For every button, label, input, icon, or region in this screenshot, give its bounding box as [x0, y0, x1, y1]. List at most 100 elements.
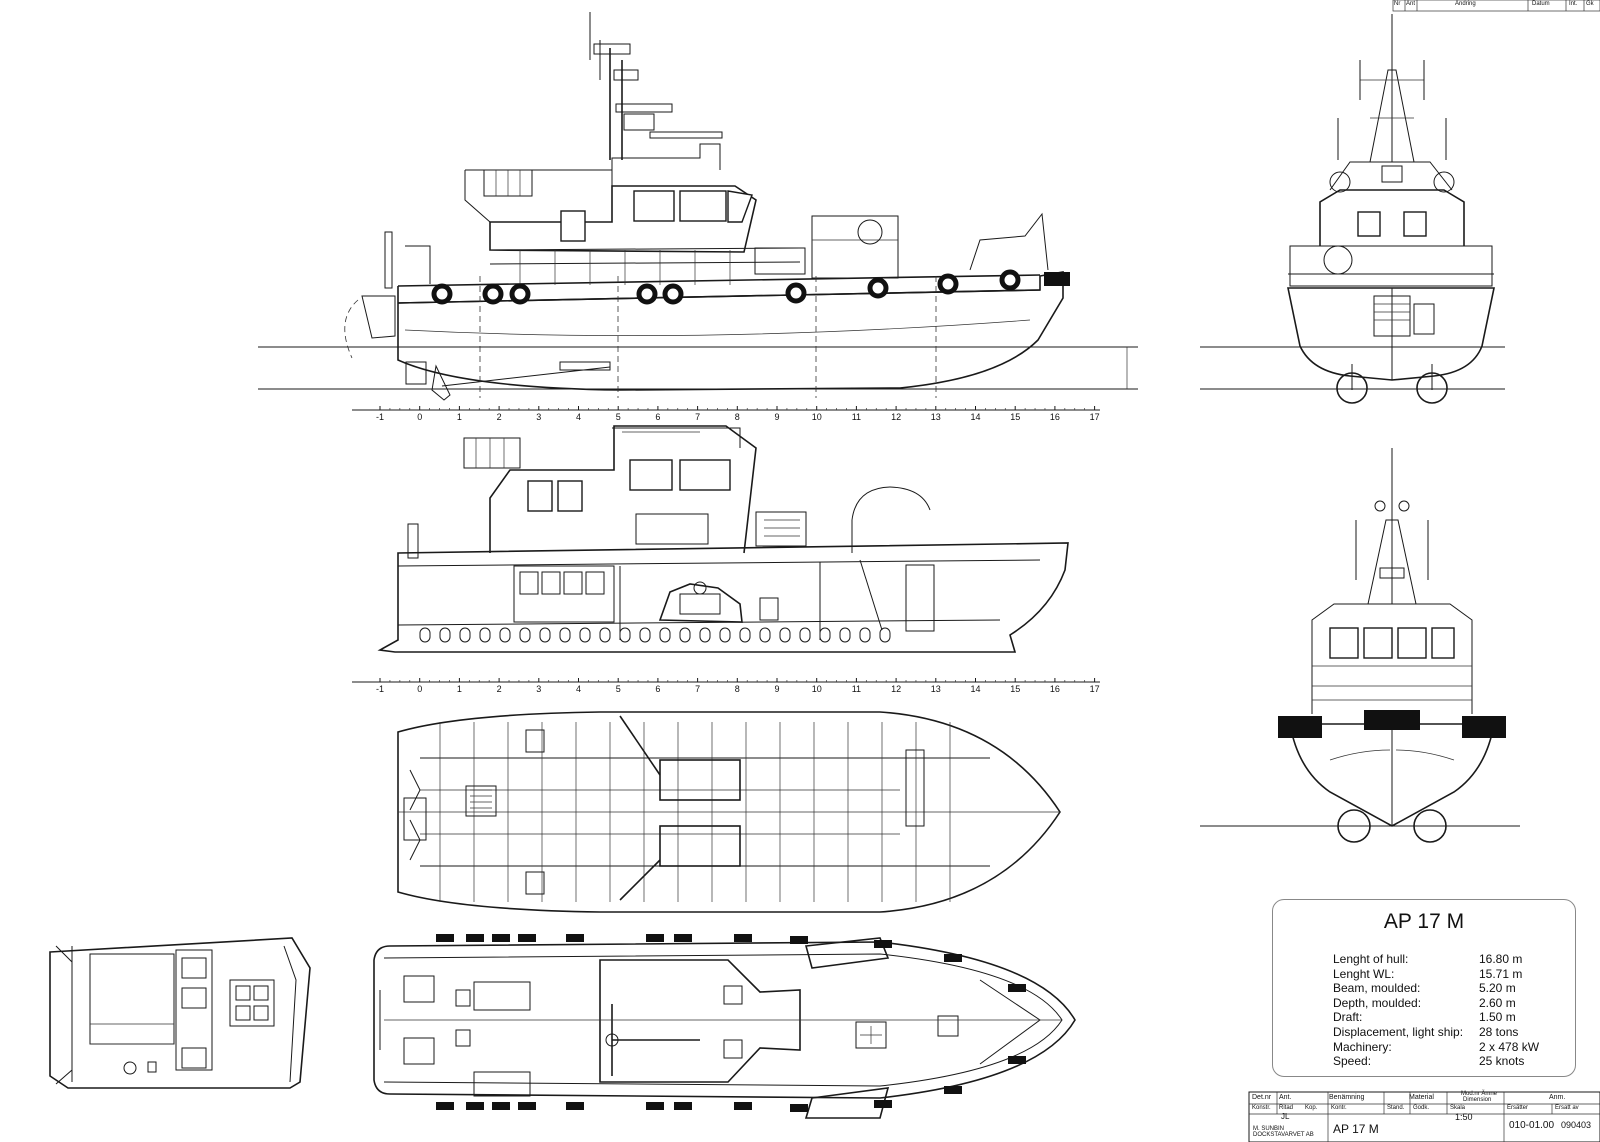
tb-kop: Kop. [1305, 1105, 1318, 1111]
spec-list: Lenght of hull:16.80 m Lenght WL:15.71 m… [1333, 952, 1563, 1069]
ruler-top-label: 12 [891, 412, 901, 422]
tb-ritad-by: JL [1281, 1112, 1290, 1121]
ruler-mid-label: 11 [852, 684, 861, 694]
ruler-top-label: 11 [852, 412, 861, 422]
lightening-hole [679, 627, 691, 643]
ruler-top-label: 6 [655, 412, 660, 422]
spec-label: Depth, moulded: [1333, 995, 1422, 1010]
ruler-mid-label: 0 [417, 684, 422, 694]
fender [734, 1102, 752, 1110]
lightening-hole [639, 627, 651, 643]
title-block-grid [1248, 1091, 1600, 1142]
rev-date-label: Datum [1532, 1, 1550, 7]
fender [674, 934, 692, 942]
bow-view [1200, 448, 1520, 843]
lightening-hole [599, 627, 611, 643]
fender [492, 934, 510, 942]
ruler-mid-label: 10 [812, 684, 822, 694]
tb-drawing-no: 010-01.00 [1509, 1120, 1555, 1131]
tb-mod-nr: Mod.nr Ämne [1461, 1091, 1498, 1097]
tb-stand: Stand. [1387, 1105, 1405, 1111]
ruler-top-label: 15 [1010, 412, 1020, 422]
ruler-mid-label: -1 [376, 684, 384, 694]
lightening-hole [859, 627, 871, 643]
ruler-mid-label: 1 [457, 684, 462, 694]
lightening-hole [799, 627, 811, 643]
specification-card: AP 17 M Lenght of hull:16.80 m Lenght WL… [1272, 899, 1576, 1077]
ruler-mid-label: 4 [576, 684, 581, 694]
ruler-top-label: 5 [616, 412, 621, 422]
tb-material: Material [1409, 1094, 1434, 1101]
spec-label: Draft: [1333, 1010, 1363, 1025]
lightening-hole [439, 627, 451, 643]
fender [436, 934, 454, 942]
ruler-mid-label: 13 [931, 684, 941, 694]
tb-date: 090403 [1561, 1120, 1592, 1130]
lightening-hole [419, 627, 431, 643]
fender [1008, 984, 1026, 992]
spec-row: Displacement, light ship: 28 tons [1333, 1025, 1563, 1040]
spec-label: Lenght WL: [1333, 966, 1395, 981]
lightening-hole [619, 627, 631, 643]
ruler-top-label: -1 [376, 412, 384, 422]
ruler-mid-label: 15 [1010, 684, 1020, 694]
fender [436, 1102, 454, 1110]
fender [874, 940, 892, 948]
tb-company: M. SUNBIN DOCKSTAVARVET AB [1253, 1126, 1314, 1138]
spec-label: Lenght of hull: [1333, 952, 1409, 966]
ruler-top-label: 14 [970, 412, 980, 422]
tb-kontr: Kontr. [1331, 1105, 1347, 1111]
profile-view [258, 12, 1138, 401]
lightening-hole [459, 627, 471, 643]
ruler-top-label: 9 [774, 412, 779, 422]
lightening-hole [559, 627, 571, 643]
spec-row: Machinery:2 x 478 kW [1333, 1040, 1563, 1055]
fender [944, 954, 962, 962]
rev-change-label: Ändring [1455, 1, 1476, 7]
ruler-mid-label: 6 [655, 684, 660, 694]
fender [518, 934, 536, 942]
ruler-mid-label: 5 [616, 684, 621, 694]
lightening-hole [579, 627, 591, 643]
aft-section-view [49, 937, 311, 1089]
lightening-hole [499, 627, 511, 643]
lightening-hole [879, 627, 891, 643]
revision-block: Nr Ant Ändring Datum Int. Gk [1393, 0, 1600, 12]
lightening-hole [659, 627, 671, 643]
spec-value: 28 tons [1479, 1024, 1519, 1039]
ruler-top-label: 10 [812, 412, 822, 422]
rev-ant-label: Ant [1406, 1, 1416, 7]
fender [518, 1102, 536, 1110]
spec-value: 5.20 m [1479, 981, 1516, 996]
ruler-top-label: 17 [1090, 412, 1100, 422]
ruler-top-label: 7 [695, 412, 700, 422]
spec-value: 2 x 478 kW [1479, 1039, 1540, 1054]
spec-row: Lenght WL: 15.71 m [1333, 967, 1563, 982]
ruler-mid-label: 16 [1050, 684, 1060, 694]
ruler-top-label: 4 [576, 412, 581, 422]
fender [944, 1086, 962, 1094]
tb-name: AP 17 M [1333, 1122, 1379, 1136]
fender [492, 1102, 510, 1110]
spec-value: 15.71 m [1479, 966, 1523, 981]
fender [1008, 1056, 1026, 1064]
spec-row: Depth, moulded:2.60 m [1333, 996, 1563, 1011]
revision-block-grid [1392, 0, 1600, 12]
title-block: Det.nr Ant. Benämning Material Mod.nr Äm… [1249, 1091, 1600, 1142]
inboard-profile-view [377, 425, 1069, 653]
spec-label: Displacement, light ship: [1333, 1024, 1464, 1039]
lightening-hole [519, 627, 531, 643]
ruler-top-label: 13 [931, 412, 941, 422]
fender [790, 936, 808, 944]
ruler-top-label: 1 [457, 412, 462, 422]
tb-ant: Ant. [1279, 1094, 1292, 1101]
main-deck-plan [373, 934, 1076, 1119]
spec-value: 25 knots [1479, 1054, 1525, 1069]
spec-label: Beam, moulded: [1333, 981, 1421, 996]
tb-konstr: Konstr. [1252, 1105, 1271, 1111]
tb-det-nr: Det.nr [1252, 1094, 1272, 1101]
tb-ersatt-av: Ersatt av [1555, 1105, 1579, 1111]
tb-ritad: Ritad [1279, 1105, 1294, 1111]
spec-title: AP 17 M [1383, 910, 1465, 933]
